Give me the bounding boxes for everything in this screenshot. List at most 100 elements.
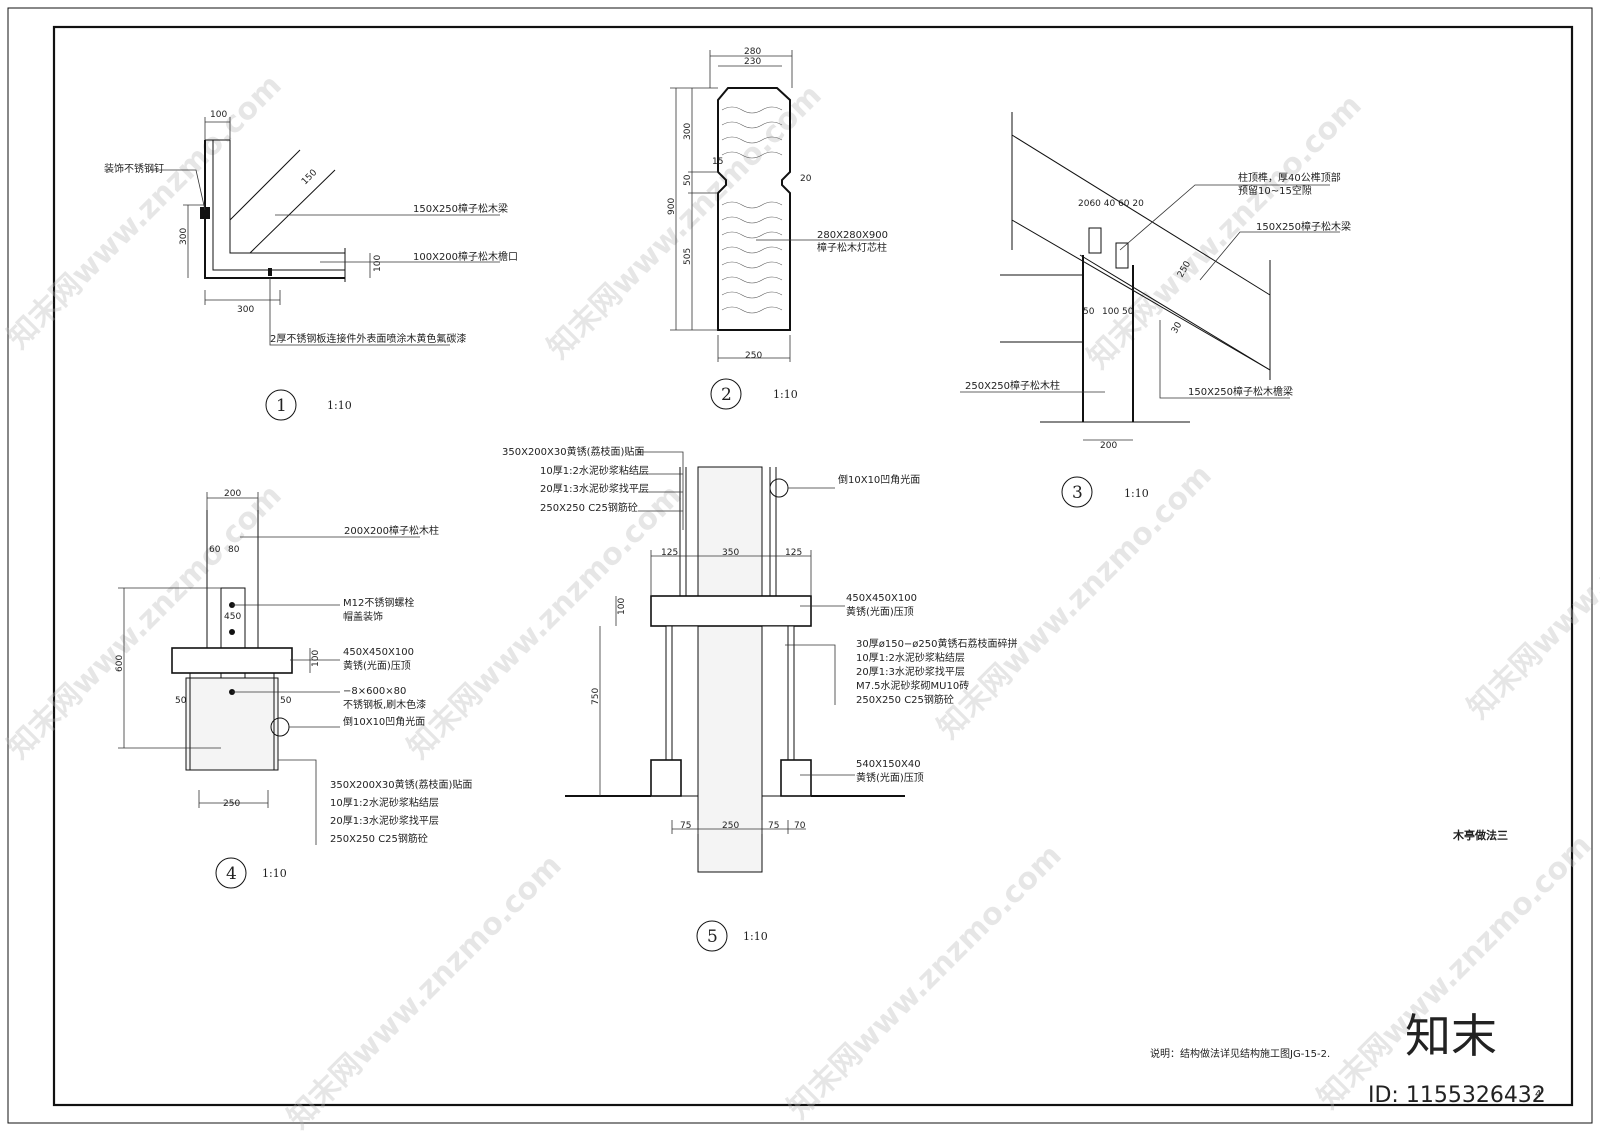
sheet-title: 木亭做法三 [1452,828,1508,842]
nail-marker [200,207,210,219]
label-col-top: 柱顶榫，厚40公榫顶部 [1238,171,1341,184]
label-bolt: M12不锈钢螺栓 [343,596,414,609]
watermark: 知末网www.znzmo.com [541,78,829,366]
label-finish-2: 10厚1:2水泥砂浆粘结层 [330,796,439,809]
dim-text: 20 [800,174,812,184]
label-chamfer: 倒10X10凹角光面 [343,715,425,728]
dim-text: 100 [311,650,321,667]
dim-text: 75 [680,821,691,831]
dim-text: 200 [1100,441,1117,451]
steel-plate-outline [204,140,345,279]
detail-scale: 1:10 [262,867,287,880]
label-finish-4: 250X250 C25钢筋砼 [330,832,428,845]
dim-text: 50 [280,696,292,706]
dim-text: 50 [683,174,693,186]
label-cap2: 黄锈(光面)压顶 [343,659,411,672]
label-col-top2: 预留10~15空隙 [1238,184,1312,197]
label-plate: 2厚不锈钢板连接件外表面喷涂木黄色氟碳漆 [270,332,466,345]
dim-text: 60 [209,545,221,555]
dim-text: 80 [228,545,240,555]
detail-number: 3 [1072,483,1083,503]
detail-scale: 1:10 [773,388,798,401]
label-bolt2: 帽盖装饰 [343,610,383,623]
dim-text: 2060 40 60 20 [1078,199,1144,209]
detail-number-circle [265,389,297,421]
label-chamfer: 倒10X10凹角光面 [838,473,920,486]
dim-text: 50 [175,696,187,706]
bronze-cap [650,595,812,627]
detail-number: 5 [707,927,718,947]
inner-frame [52,25,1574,1107]
dim-text: 50 [1122,307,1134,317]
dim-text: 125 [661,548,678,558]
dim-text: 350 [722,548,739,558]
dim-text: 100 [373,255,383,272]
dim-text: 280 [744,47,761,57]
detail-2: 280 230 250 900 300 50 505 15 20 280X280… [667,47,888,410]
outer-frame [7,7,1593,1124]
label-wall-5: 250X250 C25钢筋砼 [856,693,954,706]
detail-scale: 1:10 [743,930,768,943]
label-wall-3: 20厚1:3水泥砂浆找平层 [856,665,965,678]
concrete-core [185,677,279,771]
dim-text: 75 [768,821,779,831]
label-cap: 450X450X100 [846,593,917,604]
watermark: 知末网www.znzmo.com [401,478,689,766]
label-finish-1: 350X200X30黄锈(荔枝面)贴面 [330,778,472,791]
detail-5: 125 350 125 100 750 75 250 75 70 350X200… [502,445,1018,952]
dim-text: 600 [115,655,125,672]
detail-scale: 1:10 [327,399,352,412]
dim-text: 200 [224,489,241,499]
label-beam: 150X250樟子松木梁 [1256,220,1351,233]
detail-4: 200 60 80 600 100 450 50 50 250 200X200樟… [115,489,472,889]
detail-number: 4 [226,864,237,884]
detail-1: 100 300 300 100 150 装饰不锈钢钉 150X250樟子松木梁 … [104,110,518,421]
label-base: 540X150X40 [856,759,921,770]
dim-text: 30 [1170,320,1185,335]
dim-text: 300 [683,123,693,140]
label-wall-2: 10厚1:2水泥砂浆粘结层 [856,651,965,664]
dim-text: 100 [210,110,227,120]
detail-3: 200 50 100 50 2060 40 60 20 250 30 柱顶榫，厚… [960,112,1351,508]
sheet-footnote: 说明：结构做法详见结构施工图JG-15-2. [1150,1047,1330,1060]
label-wall-1: 30厚ø150−ø250黄锈石荔枝面碎拼 [856,637,1018,650]
detail-number-circle [215,857,247,889]
label-column: 200X200樟子松木柱 [344,524,439,537]
id-label: ID: 1155326432 [1368,1083,1546,1108]
label-plate2: 不锈钢板,刷木色漆 [343,698,426,711]
detail-number: 2 [721,385,732,405]
brand-logo: 知末 [1405,1009,1497,1063]
dim-text: 300 [179,228,189,245]
label-finish-4: 250X250 C25钢筋砼 [540,501,638,514]
label-cap: 450X450X100 [343,647,414,658]
dim-text: 900 [667,198,677,215]
dim-text: 505 [683,248,693,265]
lamp-post-outline [717,87,791,331]
dim-text: 150 [300,168,319,187]
detail-number-circle [1061,476,1093,508]
label-wall-4: M7.5水泥砂浆砌MU10砖 [856,679,969,692]
label-base2: 黄锈(光面)压顶 [856,771,924,784]
dim-text: 300 [237,305,254,315]
label-post-material: 樟子松木灯芯柱 [817,241,887,254]
dim-text: 250 [745,351,762,361]
dim-text: 100 [617,598,627,615]
watermark: 知末网www.znzmo.com [1311,828,1599,1116]
page-number: 4 [1535,1089,1541,1100]
bronze-cap [171,647,293,674]
detail-number-circle [696,920,728,952]
label-eave: 100X200樟子松木檐口 [413,250,518,263]
dim-text: 70 [794,821,806,831]
watermark: 知末网www.znzmo.com [281,848,569,1131]
dim-text: 100 [1102,307,1119,317]
dim-text: 125 [785,548,802,558]
dim-text: 230 [744,57,761,67]
detail-number: 1 [276,396,287,416]
dim-text: 750 [591,688,601,705]
label-eave-beam: 150X250樟子松木檐梁 [1188,385,1293,398]
dim-text: 450 [224,612,241,622]
detail-number-circle [710,378,742,410]
label-post: 280X280X900 [817,230,888,241]
dim-text: 50 [1083,307,1095,317]
label-column: 250X250樟子松木柱 [965,379,1060,392]
